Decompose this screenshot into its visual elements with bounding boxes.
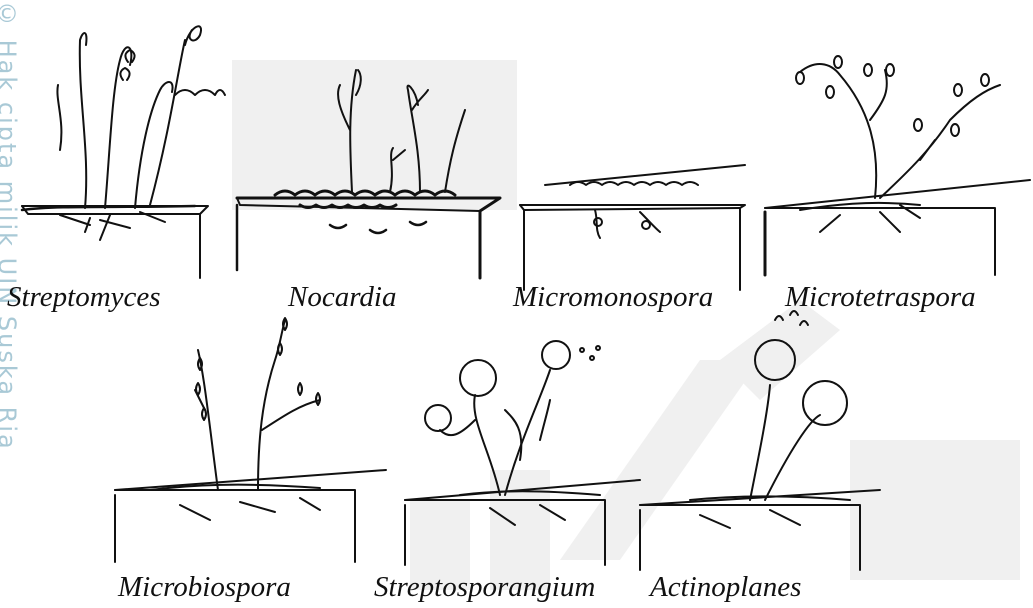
label-streptosporangium: Streptosporangium <box>374 573 595 602</box>
actinoplanes-drawing <box>640 311 880 570</box>
label-streptomyces: Streptomyces <box>7 283 161 312</box>
label-micromonospora: Micromonospora <box>513 283 713 312</box>
microtetraspora-drawing <box>765 56 1030 275</box>
streptosporangium-drawing <box>405 341 640 565</box>
streptomyces-drawing <box>22 26 225 278</box>
nocardia-drawing <box>237 70 500 278</box>
label-actinoplanes: Actinoplanes <box>650 573 801 602</box>
label-microtetraspora: Microtetraspora <box>785 283 976 312</box>
label-microbiospora: Microbiospora <box>118 573 291 602</box>
label-nocardia: Nocardia <box>288 283 396 312</box>
microbiospora-drawing <box>115 318 386 562</box>
micromonospora-drawing <box>520 165 745 290</box>
